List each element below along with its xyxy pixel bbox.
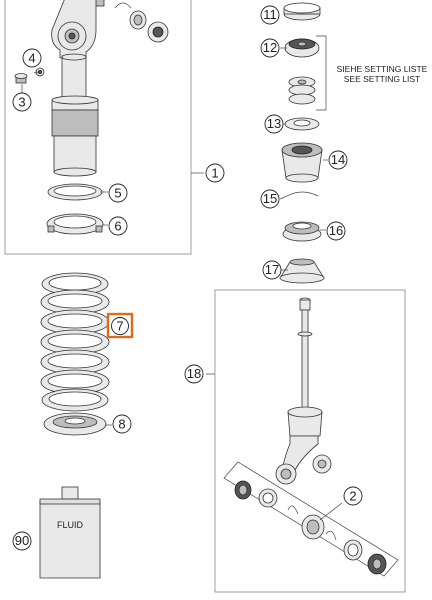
callout-8: 8 — [112, 414, 132, 434]
callout-18-label: 18 — [187, 366, 201, 381]
spring — [40, 272, 110, 412]
bearing-kit — [223, 461, 399, 577]
callout-90: 90 — [12, 531, 32, 551]
callout-3-label: 3 — [18, 95, 25, 110]
shock-absorber-frame — [214, 289, 406, 593]
callout-16: 16 — [326, 221, 346, 241]
spring-seat — [43, 412, 107, 436]
callout-15-label: 15 — [263, 191, 277, 206]
callout-5: 5 — [108, 183, 128, 203]
callout-6-label: 6 — [114, 219, 121, 234]
screw-and-nut — [14, 67, 45, 84]
callout-4-label: 4 — [28, 51, 35, 66]
fluid-bottle — [39, 486, 101, 579]
callout-6: 6 — [108, 216, 128, 236]
callout-13: 13 — [264, 114, 284, 134]
top-small-parts — [91, 0, 169, 43]
shock-body — [51, 0, 99, 177]
callout-13-label: 13 — [267, 116, 281, 131]
callout-11: 11 — [260, 5, 280, 25]
callout-12: 12 — [260, 38, 280, 58]
shock-assembly-frame — [4, 0, 192, 255]
callout-15: 15 — [260, 189, 280, 209]
callout-2: 2 — [343, 486, 363, 506]
callout-8-label: 8 — [118, 417, 125, 432]
callout-17: 17 — [262, 260, 282, 280]
setting-bracket — [316, 35, 327, 111]
callout-2-label: 2 — [349, 489, 356, 504]
callout-11-label: 11 — [263, 7, 277, 22]
adjuster-rings — [46, 183, 104, 235]
shock-absorber — [275, 297, 332, 485]
right-column-parts — [279, 2, 325, 284]
callout-7: 7 — [106, 312, 134, 339]
callout-14: 14 — [328, 150, 348, 170]
callout-7-label: 7 — [116, 319, 123, 334]
callout-1: 1 — [205, 163, 225, 183]
leader-lines — [21, 13, 343, 521]
callout-3: 3 — [12, 92, 32, 112]
setting-note-line-1: SIEHE SETTING LISTE — [337, 64, 428, 74]
setting-note-line-2: SEE SETTING LIST — [344, 74, 421, 84]
fluid-label: FLUID — [57, 520, 84, 530]
callout-16-label: 16 — [329, 223, 343, 238]
callout-5-label: 5 — [114, 186, 121, 201]
callout-1-label: 1 — [211, 166, 218, 181]
callout-90-label: 90 — [15, 533, 29, 548]
callout-18: 18 — [184, 364, 204, 384]
callout-14-label: 14 — [331, 152, 345, 167]
callout-12-label: 12 — [263, 40, 277, 55]
callout-4: 4 — [22, 48, 42, 68]
callout-17-label: 17 — [265, 262, 279, 277]
